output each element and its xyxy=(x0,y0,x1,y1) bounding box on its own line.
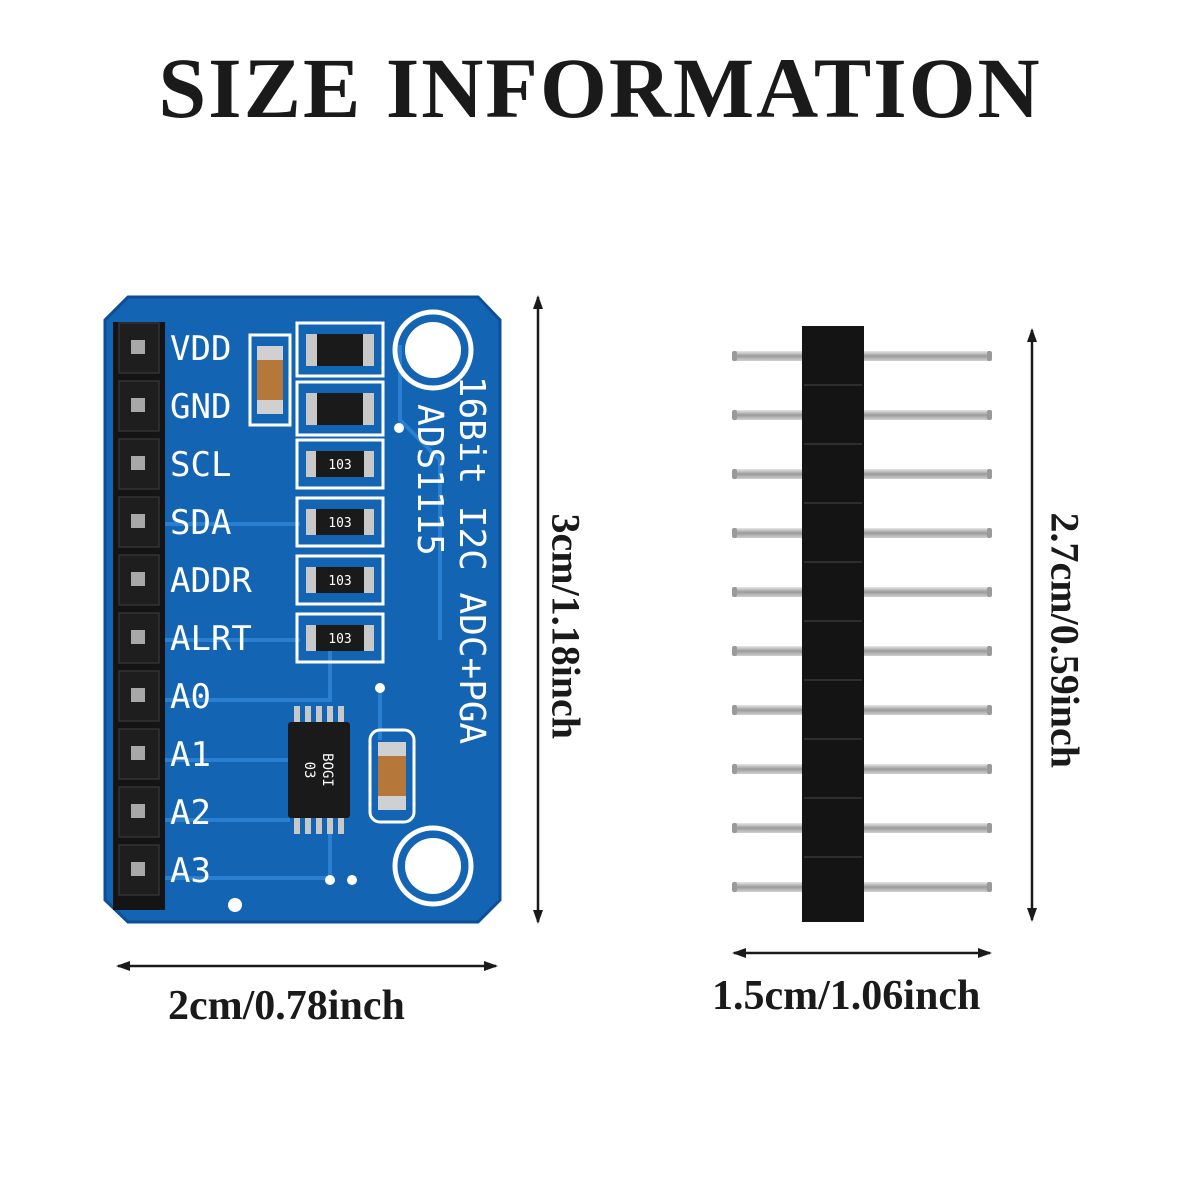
board-silkscreen-title: 16Bit I2C ADC+PGA xyxy=(451,376,492,745)
board-header-pin xyxy=(118,438,160,490)
capacitor-1 xyxy=(248,333,292,427)
board-header-pin xyxy=(118,670,160,722)
board-width-label: 2cm/0.78inch xyxy=(168,983,405,1029)
chip-pin xyxy=(338,816,344,834)
ads1115-chip: BOGI 03 xyxy=(288,706,350,834)
pin-label: ADDR xyxy=(170,561,252,601)
header-height-label: 2.7cm/0.59inch xyxy=(1042,512,1088,769)
pin-label: ALRT xyxy=(170,619,252,659)
mounting-hole-bottom xyxy=(392,825,474,907)
chip-pin xyxy=(294,706,300,724)
chip-pin xyxy=(305,706,311,724)
chip-pin xyxy=(316,706,322,724)
resistor-code: 103 xyxy=(328,632,351,647)
board-header-pin xyxy=(118,844,160,896)
resistor: 103 xyxy=(295,554,385,606)
board-header-pin xyxy=(118,728,160,780)
resistor: 103 xyxy=(295,496,385,548)
pin-label: SCL xyxy=(170,445,231,485)
vias xyxy=(228,423,404,912)
chip-pin xyxy=(305,816,311,834)
header-width-label: 1.5cm/1.06inch xyxy=(712,973,981,1019)
pin-label: GND xyxy=(170,387,231,427)
board-pin-header xyxy=(113,322,165,910)
chip-marking-2: 03 xyxy=(301,762,317,779)
pin-label: A1 xyxy=(170,735,211,775)
capacitor-2 xyxy=(368,728,416,824)
resistor-group: 103 103 103 103 xyxy=(295,438,385,664)
resistor-code: 103 xyxy=(328,458,351,473)
board-height-label: 3cm/1.18inch xyxy=(543,513,589,740)
board-header-pin xyxy=(118,786,160,838)
resistor-code: 103 xyxy=(328,516,351,531)
board-header-pin xyxy=(118,612,160,664)
resistor-code: 103 xyxy=(328,574,351,589)
header-plastic-body xyxy=(802,326,864,922)
smd-component-2 xyxy=(295,380,385,437)
board-header-pin xyxy=(118,496,160,548)
pin-label: A2 xyxy=(170,793,211,833)
chip-pin xyxy=(294,816,300,834)
mounting-hole-top xyxy=(392,309,474,391)
smd-component-1 xyxy=(295,321,385,378)
pin-header-strip xyxy=(732,326,992,922)
chip-pin xyxy=(338,706,344,724)
chip-pin xyxy=(327,816,333,834)
pin-label: A3 xyxy=(170,851,211,891)
board-silkscreen-model: ADS1115 xyxy=(409,404,450,556)
board-header-pin xyxy=(118,380,160,432)
pin-label: A0 xyxy=(170,677,211,717)
resistor: 103 xyxy=(295,612,385,664)
resistor: 103 xyxy=(295,438,385,490)
chip-pin xyxy=(316,816,322,834)
pin-label: VDD xyxy=(170,329,231,369)
pin-label: SDA xyxy=(170,503,231,543)
board-header-pin xyxy=(118,554,160,606)
chip-marking-1: BOGI xyxy=(319,753,335,787)
chip-pin xyxy=(327,706,333,724)
board-header-pin xyxy=(118,322,160,374)
page-title: SIZE INFORMATION xyxy=(158,40,1042,136)
